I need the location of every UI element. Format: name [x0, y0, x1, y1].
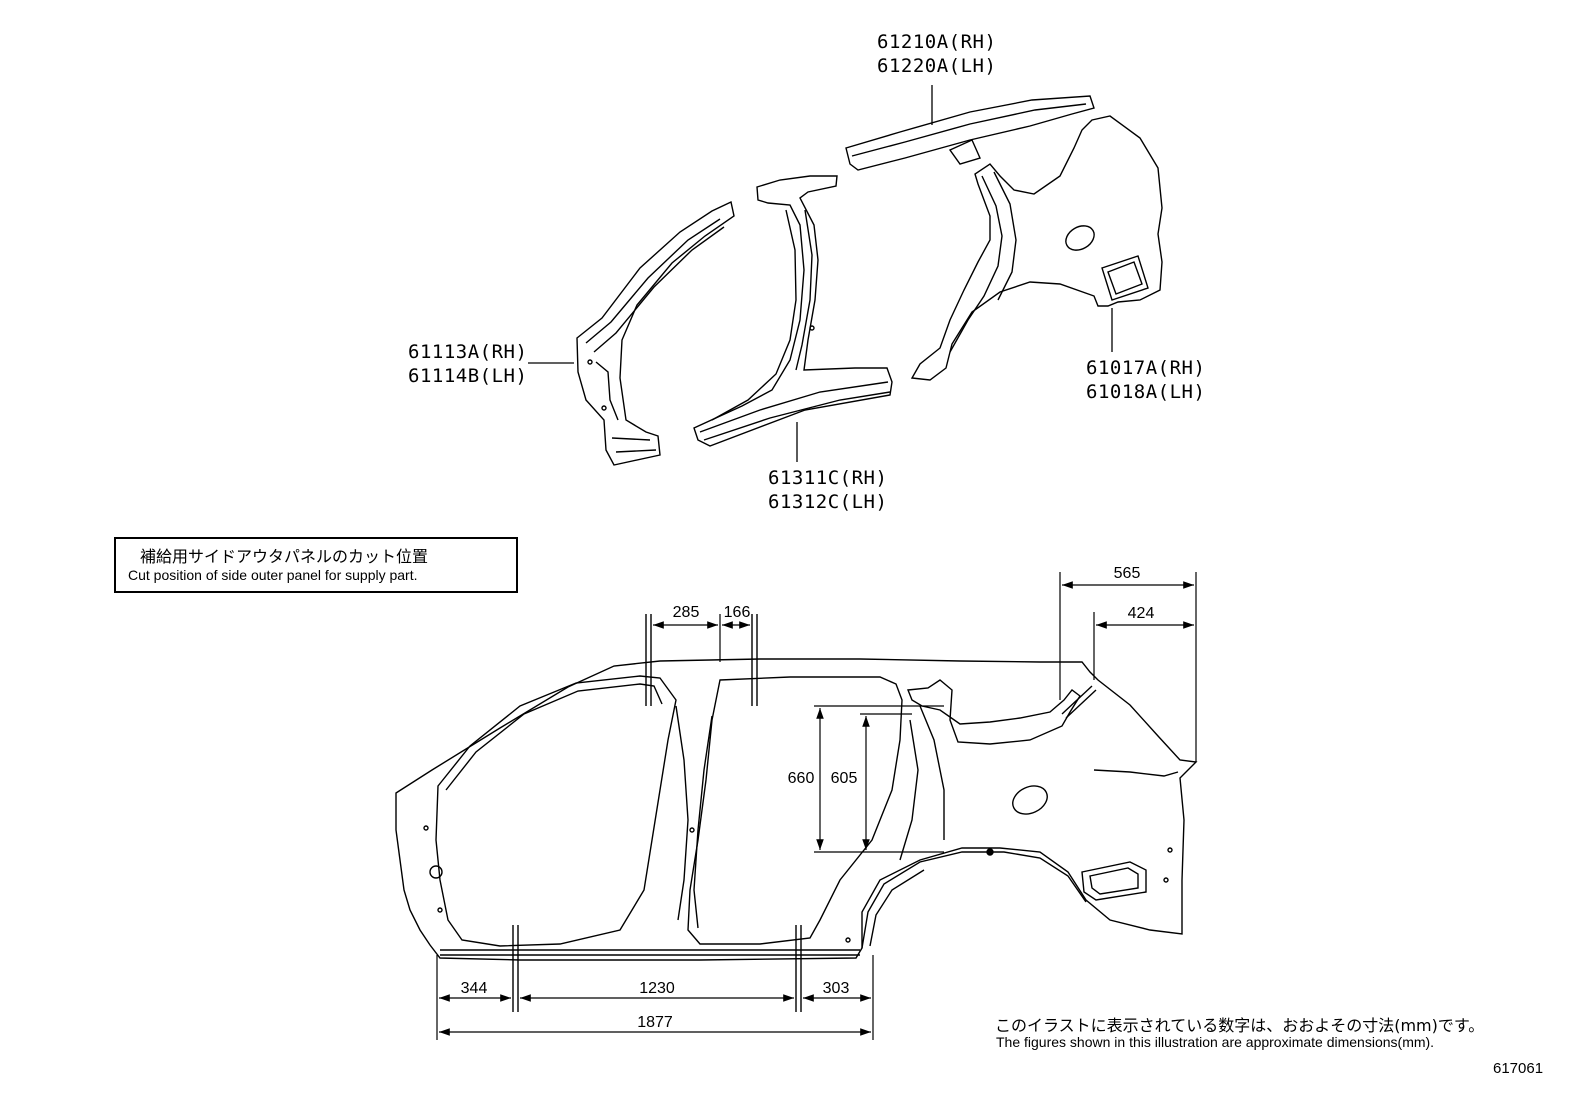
part-61017A: 61017A(RH): [1086, 357, 1206, 379]
dim-166: 166: [724, 604, 751, 621]
quarter-panel-part: [910, 115, 1163, 381]
part-61210A: 61210A(RH): [877, 31, 997, 53]
cut-marks: [512, 614, 1097, 1012]
label-center-pillar: 61311C(RH) 61312C(LH): [768, 466, 887, 514]
dim-660: 660: [788, 770, 815, 787]
dim-1230: 1230: [639, 980, 675, 997]
roof-side-part: [845, 95, 1095, 171]
dim-1877: 1877: [637, 1014, 673, 1031]
part-61312C: 61312C(LH): [768, 491, 888, 513]
footnote-jp: このイラストに表示されている数字は、おおよその寸法(mm)です。: [995, 1016, 1485, 1035]
dim-303: 303: [823, 980, 850, 997]
dim-605: 605: [831, 770, 858, 787]
extension-lines: [436, 572, 1197, 1040]
footnote-en: The figures shown in this illustration a…: [996, 1034, 1435, 1050]
dim-424: 424: [1128, 605, 1155, 622]
cut-note-box: [114, 537, 518, 593]
leader-lines: [528, 85, 1113, 462]
illustration-number: 617061: [1493, 1060, 1544, 1077]
side-outer-panel: [395, 658, 1198, 961]
cut-note-en: Cut position of side outer panel for sup…: [128, 567, 418, 583]
part-61018A: 61018A(LH): [1086, 381, 1206, 403]
part-61311C: 61311C(RH): [768, 467, 888, 489]
dimension-lines: [439, 581, 1194, 1036]
dim-344: 344: [461, 980, 488, 997]
front-pillar-part: [576, 200, 735, 466]
part-61220A: 61220A(LH): [877, 55, 997, 77]
label-quarter-panel: 61017A(RH) 61018A(LH): [1086, 356, 1205, 404]
cut-note-jp: 補給用サイドアウタパネルのカット位置: [140, 547, 429, 566]
center-pillar-rocker-part: [693, 175, 893, 447]
dimension-values: 285 166 565 424 660 605 344 1230 303 187…: [461, 565, 1155, 1031]
part-61114B: 61114B(LH): [408, 365, 528, 387]
label-front-pillar: 61113A(RH) 61114B(LH): [408, 340, 527, 388]
dim-285: 285: [673, 604, 700, 621]
part-61113A: 61113A(RH): [408, 341, 528, 363]
label-roof-side: 61210A(RH) 61220A(LH): [877, 30, 996, 78]
dim-565: 565: [1114, 565, 1141, 582]
